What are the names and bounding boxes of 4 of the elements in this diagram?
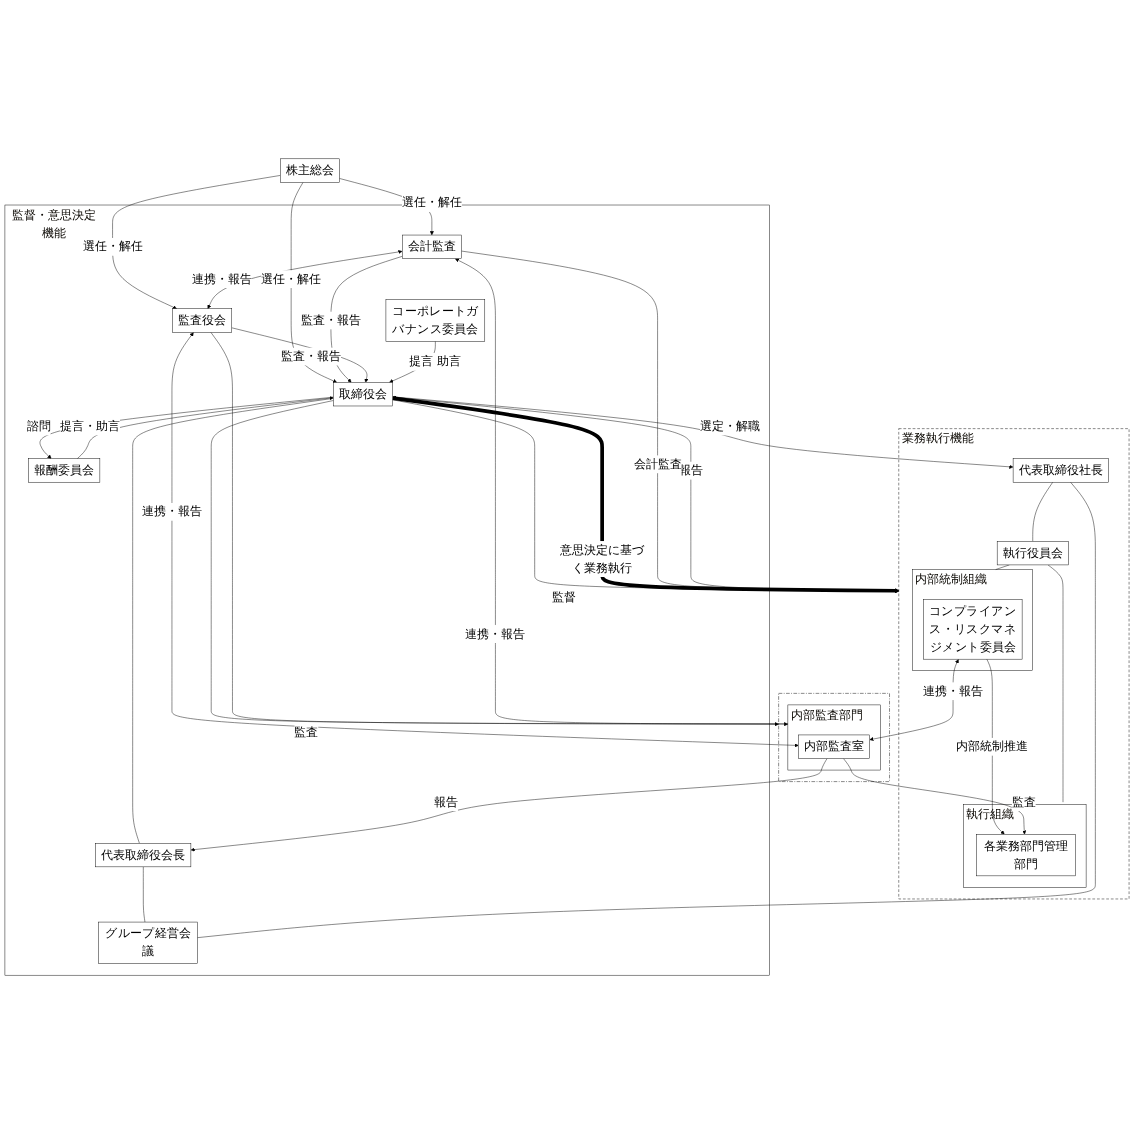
cluster [778, 693, 890, 782]
connector [132, 398, 334, 844]
connector [211, 400, 789, 724]
connector [995, 564, 1010, 570]
